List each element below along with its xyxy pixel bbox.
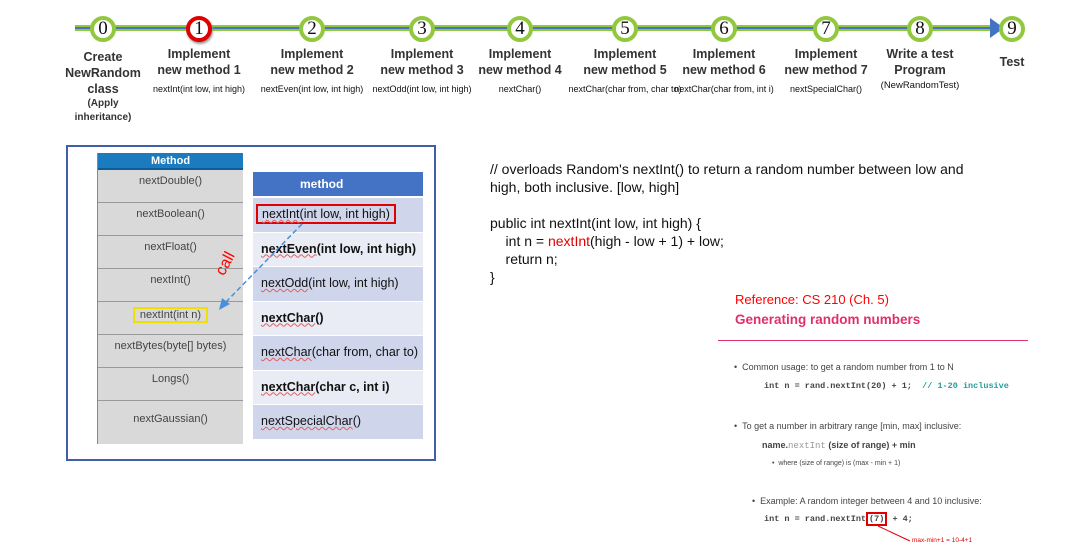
step-number: 2 [299,16,325,42]
new-method-row: nextChar(char from, char to) [253,336,423,371]
new-method-row: nextEven(int low, int high) [253,232,423,267]
reference-title: Generating random numbers [735,312,921,327]
reference-label: Reference: CS 210 (Ch. 5) [735,292,889,307]
step-number: 8 [907,16,933,42]
code-block: // overloads Random's nextInt() to retur… [490,160,963,286]
step-number: 0 [90,16,116,42]
note-text: max-min+1 = 10-4+1 [912,537,973,544]
random-method-row: nextInt() [98,269,243,302]
step-title: Implement new method 2 [270,47,354,77]
step-title: Implement new method 5 [583,47,667,77]
step-method: nextEven(int low, int high) [260,84,364,94]
bullet-text: where (size of range) is (max - min + 1) [778,460,901,467]
step-method: nextInt(int low, int high) [152,84,246,94]
step-number: 3 [409,16,435,42]
new-method-row: nextSpecialChar() [253,405,423,440]
table-header: method [253,172,423,196]
step-title: Implement new method 4 [478,47,562,77]
bullet-text: Example: A random integer between 4 and … [760,496,982,506]
new-method-row: nextInt(int low, int high) [253,198,423,233]
step-method: nextChar(char from, char to) [568,84,682,94]
random-method-row: nextBoolean() [98,203,243,236]
step-number: 6 [711,16,737,42]
step-title: Create NewRandom class(Apply inheritance… [65,50,141,123]
methods-frame [66,145,436,461]
divider [718,340,1028,341]
code-line: int n = nextInt(high - low + 1) + low; [490,233,724,249]
step-title: Implement new method 6 [682,47,766,77]
code-example: int n = rand.nextInt(20) + 1; [764,381,912,391]
step-method: nextChar(char from, int i) [674,84,774,94]
step-title: Implement new method 1 [157,47,241,77]
random-method-row: nextDouble() [98,170,243,203]
new-method-row: nextChar() [253,301,423,336]
code-comment: // 1-20 inclusive [922,381,1009,391]
code-comment: high, both inclusive. [low, high] [490,179,680,195]
step-number: 4 [507,16,533,42]
random-method-row: nextInt(int n) [98,302,243,335]
bullet-text: Common usage: to get a random number fro… [742,362,954,372]
step-title: Implement new method 7 [784,47,868,77]
new-methods-table: method nextInt(int low, int high)nextEve… [253,172,423,440]
table-header: Method [98,153,243,170]
step-number: 9 [999,16,1025,42]
timeline-line [75,25,1000,31]
step-title: Test [999,55,1025,69]
step-number: 1 [186,16,212,42]
reference-slide: Reference: CS 210 (Ch. 5) Generating ran… [716,290,1030,551]
code-line: return n; [490,251,558,267]
new-method-row: nextOdd(int low, int high) [253,267,423,302]
step-method: nextOdd(int low, int high) [372,84,472,94]
step-method: nextChar() [498,84,542,94]
step-number: 5 [612,16,638,42]
note-pointer [877,526,911,542]
code-comment: // overloads Random's nextInt() to retur… [490,161,964,177]
new-method-row: nextChar(char c, int i) [253,370,423,405]
random-method-row: nextBytes(byte[] bytes) [98,335,243,368]
bullet-text: To get a number in arbitrary range [min,… [742,421,962,431]
random-methods-table: Method nextDouble()nextBoolean()nextFloa… [97,153,243,444]
random-method-row: nextFloat() [98,236,243,269]
step-title: Implement new method 3 [380,47,464,77]
code-line: } [490,269,495,285]
step-title: Write a test Program [886,47,954,77]
step-method: (NewRandomTest) [880,80,960,91]
random-method-row: nextGaussian() [133,413,208,425]
step-number: 7 [813,16,839,42]
code-signature: public int nextInt(int low, int high) { [490,215,701,231]
random-method-row: Longs() [98,368,243,401]
step-method: nextSpecialChar() [789,84,863,94]
